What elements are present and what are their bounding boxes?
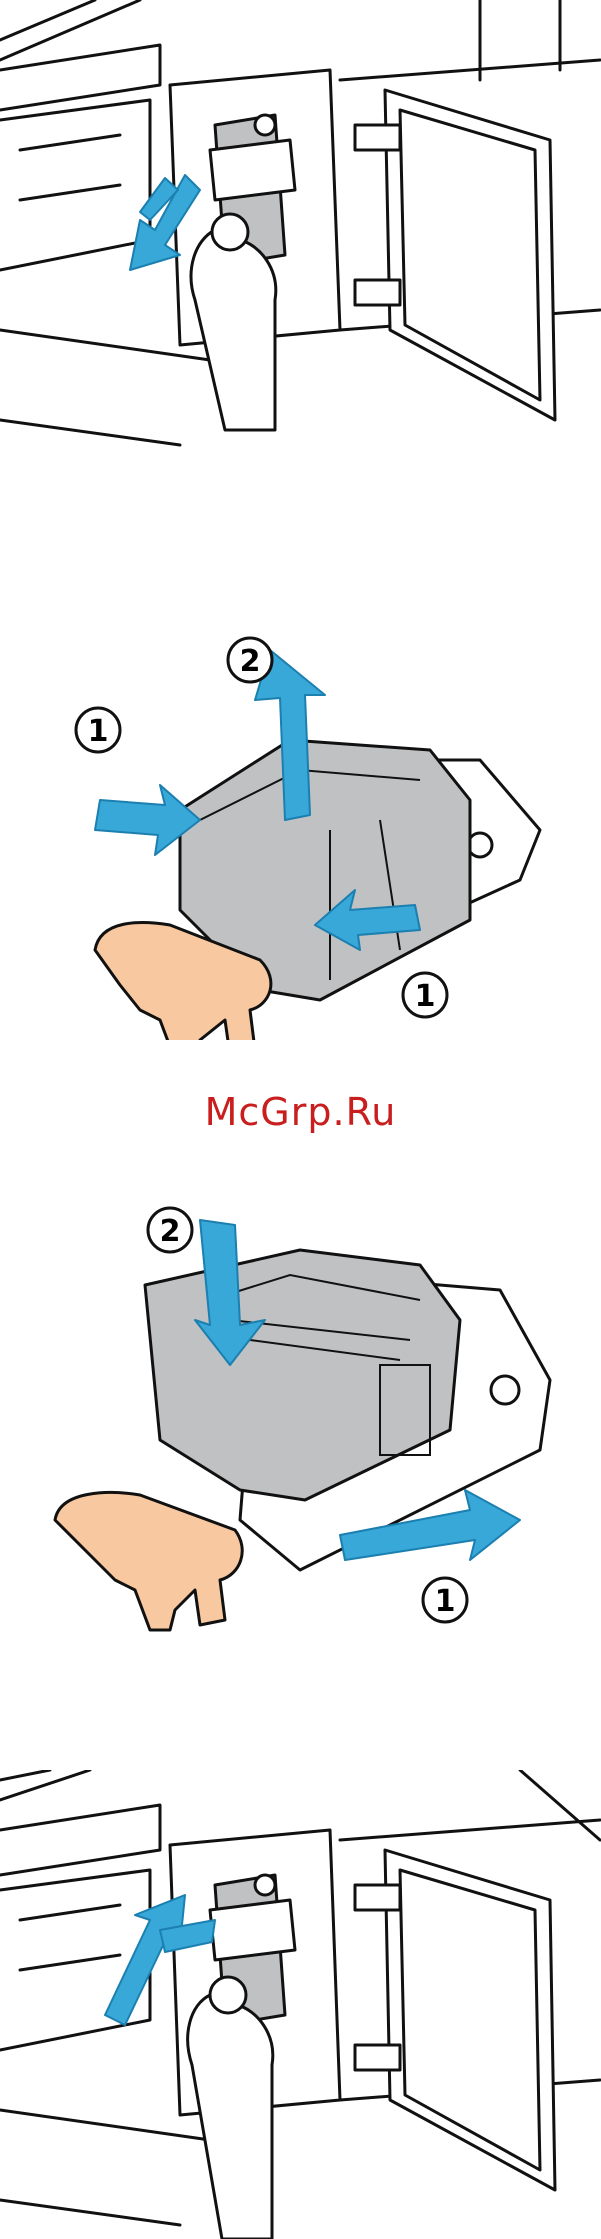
illustration-insert-staple-box: 2 1: [0, 1190, 601, 1650]
illustration-remove-staple-box: 1 2 1: [0, 620, 601, 1040]
machine-panel: [0, 45, 160, 110]
door-hinge-bottom: [355, 2045, 400, 2070]
finisher-rear: [520, 1770, 600, 1840]
open-door: [385, 1850, 555, 2190]
tray-screw: [468, 833, 492, 857]
callout-2-label: 2: [240, 644, 261, 679]
hand-icon: [188, 1995, 273, 2239]
callout-1-left: 1: [76, 708, 120, 752]
cartridge-grip: [212, 214, 248, 250]
callout-1: 1: [423, 1578, 467, 1622]
machine-panel: [0, 1805, 160, 1875]
cartridge-holder: [210, 140, 295, 200]
callout-1-right-label: 1: [415, 979, 436, 1014]
cartridge-knob: [255, 1875, 275, 1895]
machine-base: [0, 330, 210, 445]
illustration-remove-cartridge: [0, 0, 601, 460]
callout-2: 2: [228, 638, 272, 682]
machine-body: [0, 1870, 150, 2050]
open-door: [385, 90, 555, 420]
machine-lines: [20, 1905, 120, 1970]
callout-1-left-label: 1: [88, 714, 109, 749]
door-hinge-top: [355, 1885, 400, 1910]
machine-lines: [20, 135, 120, 200]
hand-icon: [191, 230, 276, 430]
machine-base: [0, 2110, 210, 2225]
callout-1-right: 1: [403, 973, 447, 1017]
illustration-reinsert-cartridge: [0, 1770, 601, 2239]
machine-top-line: [0, 1770, 90, 1800]
door-hinge-top: [355, 125, 400, 150]
cartridge-holder: [210, 1900, 295, 1960]
cartridge-knob: [255, 115, 275, 135]
machine-body: [0, 100, 150, 270]
watermark: McGrp.Ru: [0, 1090, 601, 1134]
cartridge-handle: [55, 1493, 242, 1630]
callout-2: 2: [148, 1208, 192, 1252]
cartridge-grip: [210, 1977, 246, 2013]
callout-1-label: 1: [435, 1584, 456, 1619]
door-hinge-bottom: [355, 280, 400, 305]
tray-screw: [491, 1376, 519, 1404]
callout-2-label: 2: [160, 1214, 181, 1249]
